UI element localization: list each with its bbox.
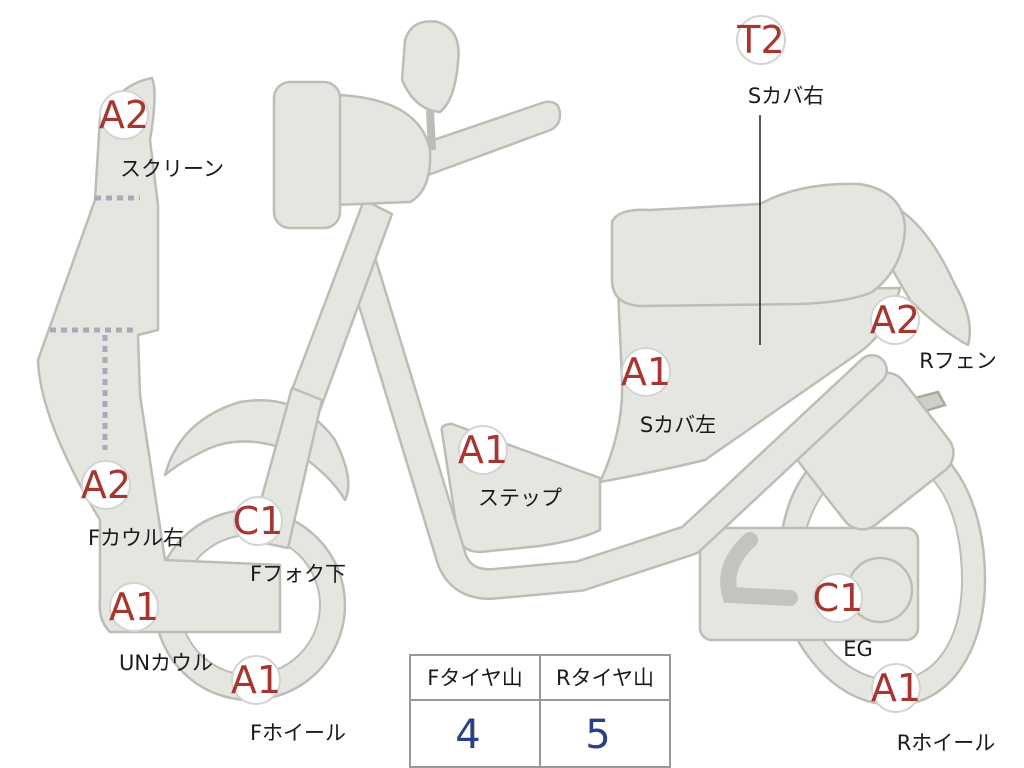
- marker-code: A1: [458, 428, 508, 472]
- marker-step: A1 ステップ: [458, 425, 562, 510]
- marker-label: Rホイール: [897, 731, 996, 755]
- handlebar-shape: [408, 100, 562, 180]
- marker-s-cover-left: A1 Sカバ左: [621, 347, 716, 437]
- engine-shape: [698, 526, 920, 642]
- front-fender-shape: [163, 399, 350, 502]
- marker-code: A1: [621, 350, 671, 394]
- marker-f-cowl-right: A2 Fカウル右: [81, 460, 184, 550]
- marker-label: Fホイール: [250, 721, 346, 745]
- scooter-illustration: [36, 20, 987, 707]
- marker-label: Fフォク下: [250, 562, 346, 586]
- rear-tire-value: 5: [585, 712, 610, 758]
- marker-label: Sカバ左: [640, 413, 716, 437]
- marker-label: UNカウル: [119, 651, 213, 675]
- mirror-stem: [426, 109, 436, 151]
- marker-code: C1: [233, 499, 284, 543]
- marker-label: ステップ: [478, 486, 562, 510]
- frame-shape: [348, 251, 886, 598]
- marker-engine: C1 EG: [813, 573, 873, 661]
- marker-label: Fカウル右: [88, 526, 184, 550]
- marker-code: A1: [231, 658, 281, 702]
- front-tire-header: Fタイヤ山: [427, 666, 522, 690]
- marker-code: A2: [870, 298, 920, 342]
- marker-label: Rフェン: [919, 349, 997, 373]
- marker-code: A1: [109, 585, 159, 629]
- marker-r-wheel: A1 Rホイール: [871, 663, 996, 755]
- marker-label: スクリーン: [120, 157, 224, 181]
- marker-code: A2: [81, 463, 131, 507]
- marker-label: Sカバ右: [748, 84, 824, 108]
- marker-f-wheel: A1 Fホイール: [231, 655, 346, 745]
- seat-shape: [610, 182, 907, 308]
- marker-code: C1: [813, 576, 864, 620]
- marker-screen: A2 スクリーン: [99, 90, 224, 181]
- mirror-shape: [400, 20, 460, 114]
- marker-code: T2: [736, 18, 784, 62]
- marker-r-fender: A2 Rフェン: [870, 295, 997, 373]
- front-tire-value: 4: [455, 712, 480, 758]
- marker-un-cowl: A1 UNカウル: [109, 582, 213, 675]
- headlight-shape: [272, 80, 342, 230]
- marker-label: EG: [843, 637, 873, 661]
- marker-code: A2: [99, 93, 149, 137]
- marker-code: A1: [871, 666, 921, 710]
- marker-s-cover-right: T2 Sカバ右: [736, 15, 824, 108]
- rear-tire-header: Rタイヤ山: [556, 666, 654, 690]
- marker-f-fork-lower: C1 Fフォク下: [233, 496, 346, 586]
- tire-tread-table: Fタイヤ山 Rタイヤ山 4 5: [409, 654, 671, 768]
